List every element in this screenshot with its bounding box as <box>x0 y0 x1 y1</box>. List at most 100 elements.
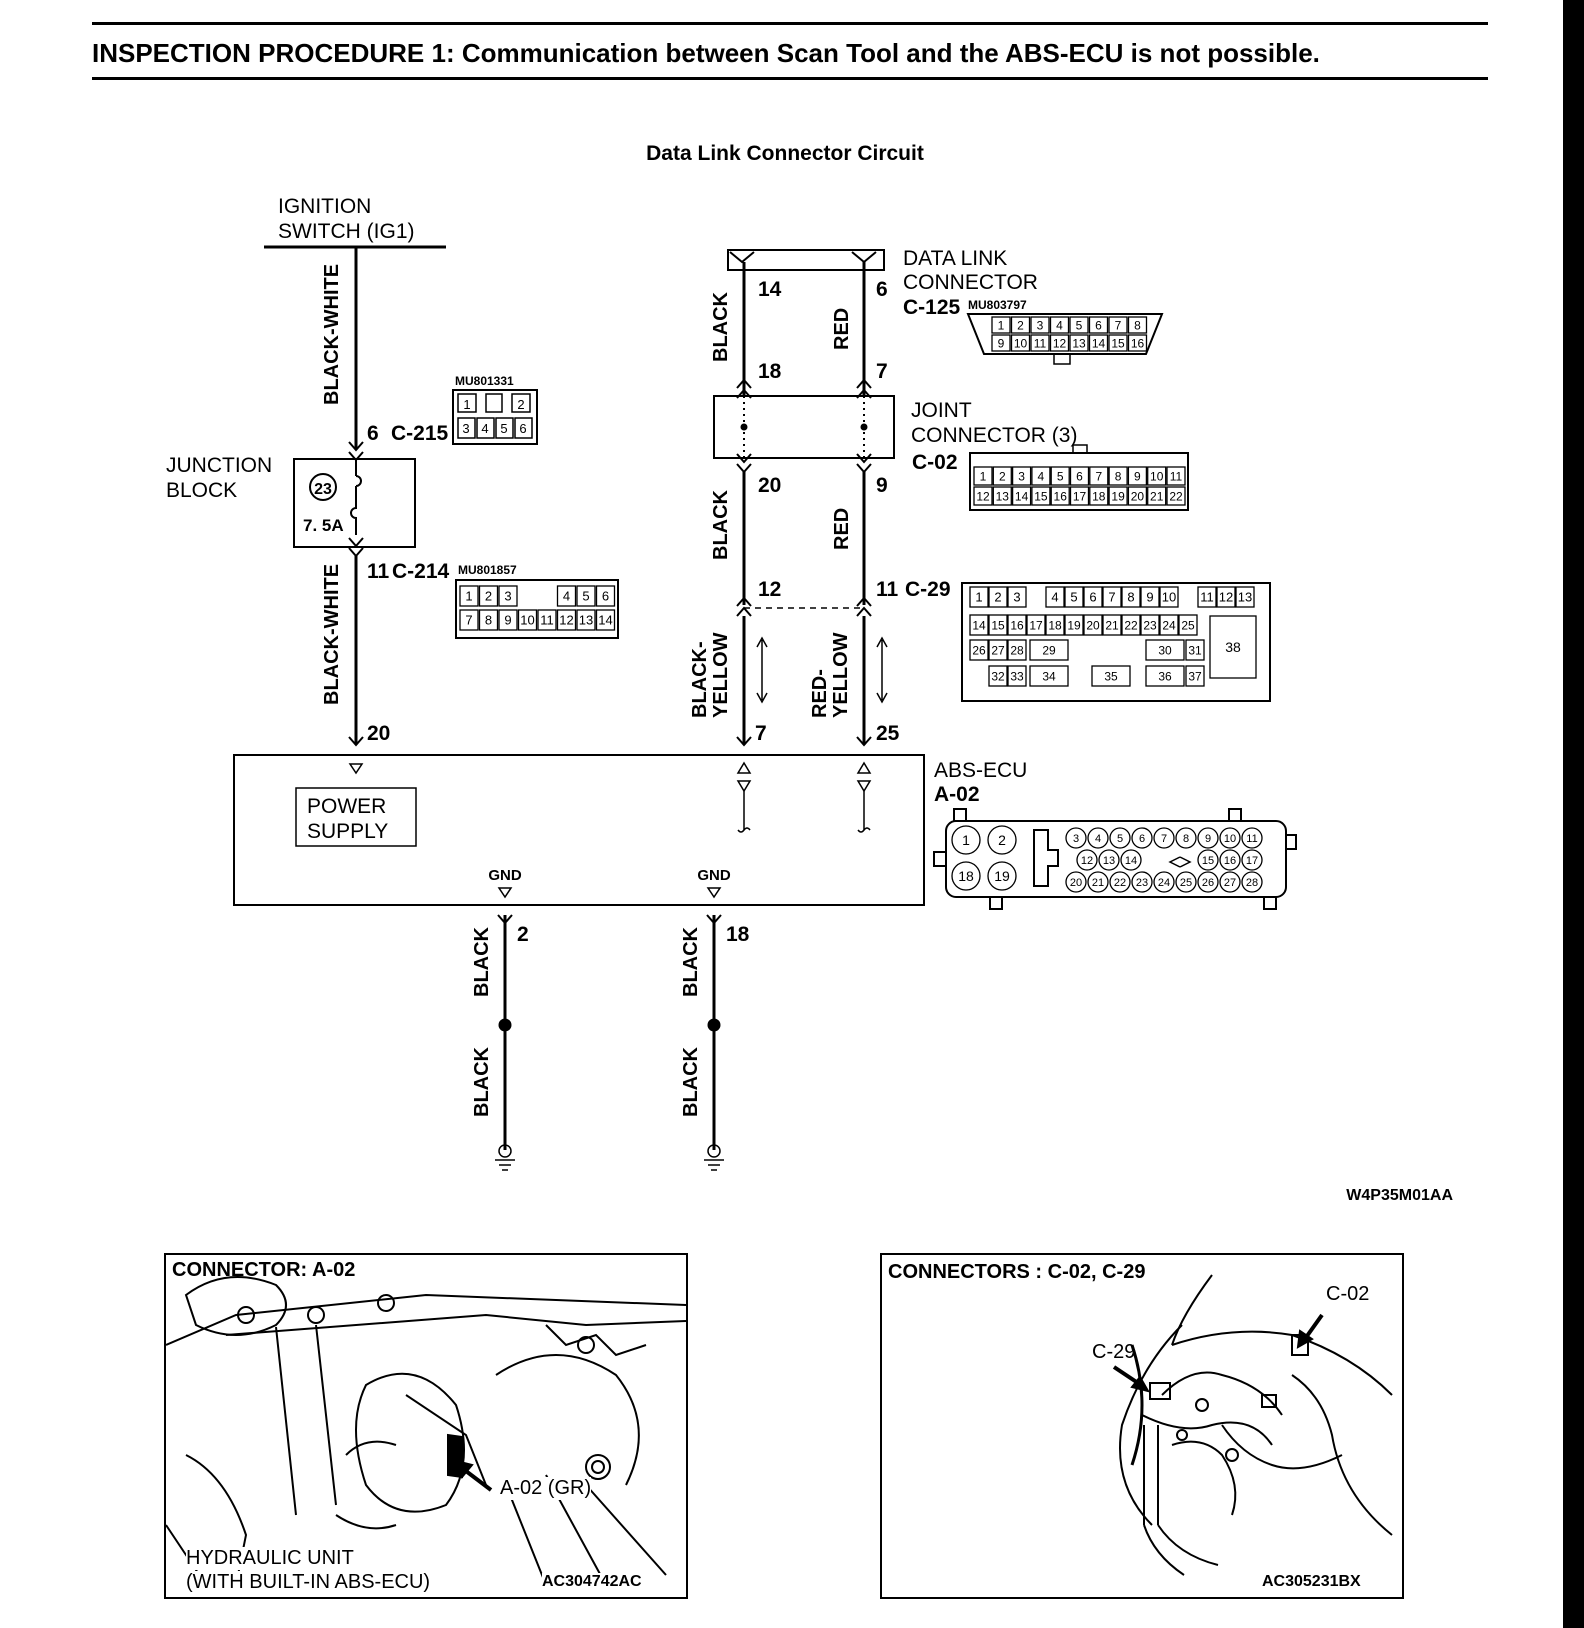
pin-cell <box>973 466 993 486</box>
pin-number: 6 <box>602 589 609 604</box>
pin-cell <box>1049 316 1070 334</box>
pin-cell <box>556 609 577 631</box>
pin-cell <box>1219 827 1241 849</box>
pin-cell <box>1108 486 1128 506</box>
pin-cell <box>1098 849 1120 871</box>
pin-cell <box>1153 827 1175 849</box>
pin-cell <box>951 825 981 855</box>
connector-arrow <box>348 736 364 747</box>
pin-number: 10 <box>1162 590 1176 605</box>
jc-pin-18: 18 <box>758 360 782 383</box>
pin-cell <box>1007 665 1027 687</box>
pin-cell <box>1147 486 1167 506</box>
pin-number: 9 <box>1146 590 1153 605</box>
pin-number: 24 <box>1162 618 1176 632</box>
pin-cell <box>1145 665 1185 687</box>
svg-text:5: 5 <box>500 421 507 436</box>
ecu-comm-terminal-right <box>856 761 872 833</box>
pin-number: 8 <box>1115 469 1122 483</box>
pin-cell <box>969 639 989 661</box>
pin-cell <box>1127 466 1148 486</box>
pin-cell <box>1166 466 1186 486</box>
pin-cell <box>1029 639 1069 661</box>
pin-cell <box>1219 871 1241 893</box>
pin-number: 7 <box>1115 318 1122 332</box>
pin-number: 14 <box>1015 489 1029 503</box>
pin-number: 15 <box>1034 489 1048 503</box>
c215-part-number: MU801331 <box>455 374 514 388</box>
pin-number: 22 <box>1124 618 1138 632</box>
pin-number: 19 <box>1111 489 1125 503</box>
svg-text:1: 1 <box>463 397 470 412</box>
pin-number: 11 <box>1246 833 1257 845</box>
joint-node <box>860 423 868 431</box>
wire-label-black-6: BLACK <box>680 1046 702 1117</box>
pin-cell <box>1175 871 1197 893</box>
pin-cell <box>1069 486 1090 506</box>
pin-cell <box>1089 466 1109 486</box>
wire-label-red-yellow-1: RED- <box>809 669 831 718</box>
joint-node <box>740 423 748 431</box>
pin-number: 19 <box>1067 618 1081 632</box>
pin-number: 6 <box>1089 590 1096 605</box>
pin-number: 6 <box>1076 469 1083 483</box>
pin-number: 20 <box>1086 618 1100 632</box>
pin-number: 23 <box>1143 618 1157 632</box>
connector-arrow <box>736 453 752 464</box>
fuse-rating: 7. 5A <box>303 516 344 535</box>
pin-number: 11 <box>540 613 554 628</box>
pin-number: 21 <box>1092 877 1104 889</box>
fuse-number: 23 <box>314 481 332 498</box>
wire-label-black-white-2: BLACK-WHITE <box>321 564 343 705</box>
pin-number: 26 <box>972 643 986 657</box>
gnd-label-right: GND <box>697 867 731 884</box>
pin-cell <box>1153 871 1175 893</box>
pin-number: 2 <box>998 832 1006 848</box>
pin-cell <box>1088 316 1109 334</box>
circuit-diagram: Data Link Connector Circuit IGNITION SWI… <box>166 142 1453 1200</box>
pin-number: 23 <box>1136 877 1148 889</box>
pin-cell <box>1185 665 1205 687</box>
dlc-terminal <box>851 251 877 264</box>
pin-number: 12 <box>1219 590 1233 605</box>
wire-label-black-2: BLACK <box>710 489 732 560</box>
ecu-pin-25: 25 <box>876 722 900 745</box>
pin-number: 6 <box>1095 318 1102 332</box>
connector-arrow <box>856 596 872 607</box>
pin-cell <box>1026 614 1046 636</box>
pin-cell <box>1127 486 1148 506</box>
abs-ecu-label: ABS-ECU <box>934 759 1027 782</box>
joint-connector-label-2: CONNECTOR (3) <box>911 424 1077 447</box>
abs-ecu-box <box>233 754 925 906</box>
pin-cell <box>1241 849 1263 871</box>
pin-cell <box>1140 586 1160 608</box>
pin-number: 14 <box>1092 336 1106 350</box>
pin-cell <box>459 585 479 607</box>
pin-number: 1 <box>980 469 987 483</box>
pin-number: 8 <box>485 613 492 628</box>
pin-number: 25 <box>1181 618 1195 632</box>
c214-label: C-214 <box>392 560 450 583</box>
gnd-pin-2: 2 <box>517 923 529 946</box>
pin-number: 10 <box>1150 469 1164 483</box>
pin-number: 25 <box>1180 877 1192 889</box>
pin-number: 18 <box>958 868 974 884</box>
connector-arrow <box>856 453 872 464</box>
photo-left-code: AC304742AC <box>542 1573 642 1591</box>
pin-cell <box>556 585 577 607</box>
pin-number: 2 <box>994 590 1001 605</box>
pin-cell <box>1197 849 1219 871</box>
pin-cell <box>517 609 538 631</box>
pin-number: 12 <box>976 489 990 503</box>
pin-number: 21 <box>1150 489 1164 503</box>
c125-connector-face <box>966 313 1164 355</box>
photo-left-caption: CONNECTOR: A-02 <box>172 1259 356 1281</box>
pin-number: 32 <box>991 669 1005 683</box>
pin-number: 1 <box>998 318 1005 332</box>
heading-rule <box>92 77 1488 80</box>
pin-cell <box>1145 639 1185 661</box>
pin-number: 27 <box>991 643 1005 657</box>
pin-cell <box>987 825 1017 855</box>
pin-cell <box>1083 586 1103 608</box>
